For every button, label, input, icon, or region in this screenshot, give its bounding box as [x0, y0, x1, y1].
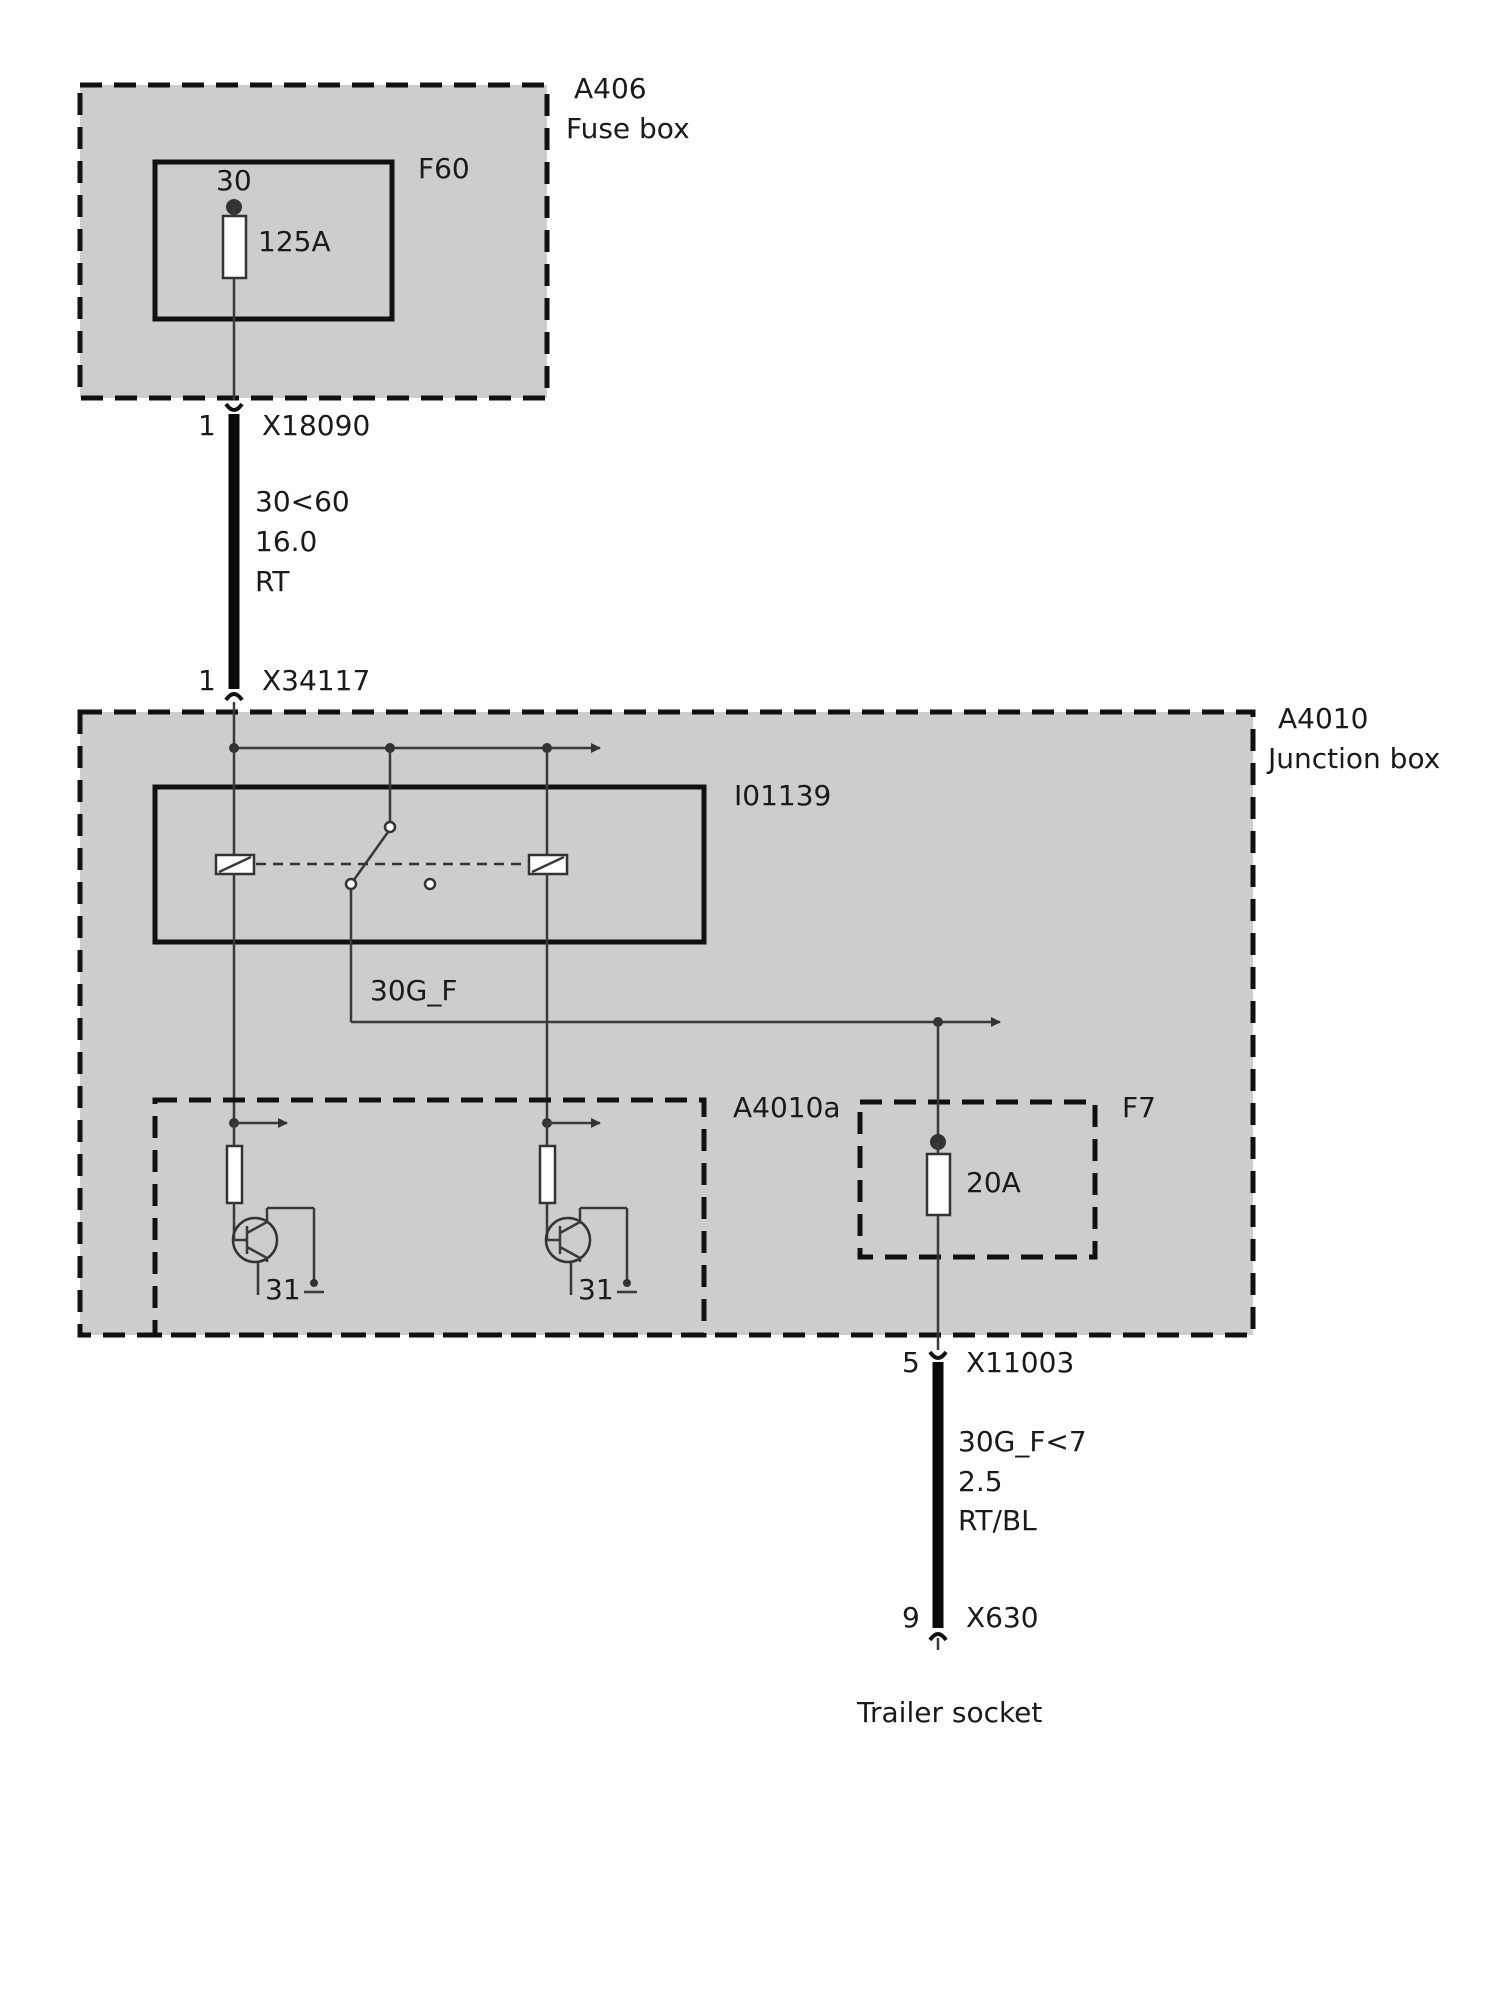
fuse-f7-symbol	[925, 1152, 952, 1217]
transistor-left	[231, 1216, 279, 1264]
wire-2-color: RT/BL	[958, 1504, 1037, 1537]
switch-contact	[423, 877, 437, 891]
connector-x18090-ref: X18090	[262, 409, 370, 442]
ground-terminal-left: 31	[265, 1273, 301, 1306]
junction-box-name: Junction box	[1266, 742, 1440, 775]
switch-contact	[383, 820, 397, 834]
fuse-f60-ref: F60	[418, 152, 470, 185]
wire-2-cross-section: 2.5	[958, 1465, 1003, 1498]
connector-x630-pin: 9	[902, 1601, 920, 1634]
fuse-f60-frame	[152, 159, 395, 322]
connector-x630-symbol	[928, 1632, 948, 1642]
connector-x34117-pin: 1	[198, 664, 216, 697]
connector-x11003-ref: X11003	[966, 1346, 1074, 1379]
destination-label: Trailer socket	[856, 1696, 1042, 1729]
connector-x34117-symbol	[224, 692, 244, 702]
ground-dot	[310, 1279, 318, 1287]
connector-x18090-pin: 1	[198, 409, 216, 442]
connector-x630-ref: X630	[966, 1601, 1039, 1634]
submodule-ref: A4010a	[733, 1091, 841, 1124]
fuse-f7-rating: 20A	[966, 1166, 1021, 1199]
relay-frame	[152, 784, 707, 945]
ground-dot	[623, 1279, 631, 1287]
fuse-box-outline	[77, 82, 550, 401]
resistor-left	[225, 1144, 244, 1205]
output-label: 30G_F	[370, 974, 457, 1007]
wire-1-color: RT	[255, 565, 290, 598]
fuse-f7-ref: F7	[1122, 1091, 1156, 1124]
connector-x34117-ref: X34117	[262, 664, 370, 697]
resistor-right	[538, 1144, 557, 1205]
transistor-right	[544, 1216, 592, 1264]
ground-terminal-right: 31	[578, 1273, 614, 1306]
connector-x11003-pin: 5	[902, 1346, 920, 1379]
connector-x11003-symbol	[928, 1350, 948, 1360]
fuse-f60-symbol	[221, 214, 248, 280]
fuse-box-name: Fuse box	[566, 112, 690, 145]
wire-1-circuit: 30<60	[255, 485, 350, 518]
wire-2-circuit: 30G_F<7	[958, 1425, 1087, 1458]
wire-1-cross-section: 16.0	[255, 525, 317, 558]
fuse-f60-rating: 125A	[258, 225, 331, 258]
junction-box-ref: A4010	[1278, 702, 1368, 735]
fuse-f7-outline	[857, 1099, 1098, 1260]
relay-ref: I01139	[734, 779, 831, 812]
switch-blade	[349, 831, 390, 885]
connector-x18090-symbol	[224, 402, 244, 412]
fuse-f60-terminal: 30	[216, 164, 252, 197]
junction-box-outline	[77, 709, 1256, 1338]
fuse-box-ref: A406	[574, 72, 647, 105]
submodule-outline	[152, 1097, 707, 1338]
switch-contact	[344, 877, 358, 891]
